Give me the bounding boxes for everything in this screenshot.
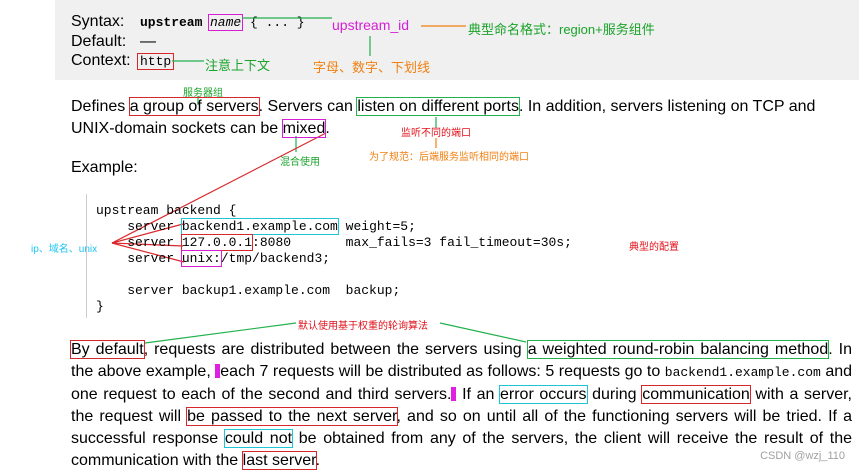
syntax-rest: { ... } xyxy=(250,15,305,30)
unix-highlight: unix: xyxy=(180,250,222,267)
typical-config-annotation: 典型的配置 xyxy=(629,242,679,253)
mixed-use-annotation: 混合使用 xyxy=(280,157,320,168)
mixed-highlight: mixed xyxy=(281,119,327,138)
round-robin-highlight: a weighted round-robin balancing method xyxy=(526,340,830,359)
p2-text-10: . xyxy=(315,452,321,469)
standard-note-annotation: 为了规范：后端服务监听相同的端口 xyxy=(369,152,529,163)
note-context-annotation: 注意上下文 xyxy=(205,58,271,73)
p2-text-6: during xyxy=(586,386,643,403)
listen-ports-annotation: 监听不同的端口 xyxy=(401,128,471,139)
code-line-3: server 127.0.0.1:8080 max_fails=3 fail_t… xyxy=(96,234,572,251)
ip-domain-unix-annotation: ip、域名、unix xyxy=(31,244,98,255)
code-4a: server xyxy=(96,251,182,266)
syntax-box xyxy=(55,0,859,80)
paragraph-2: By default, requests are distributed bet… xyxy=(70,339,853,472)
code-border xyxy=(86,194,87,318)
next-server-highlight: be passed to the next server xyxy=(186,407,398,426)
could-not-highlight: could not xyxy=(223,429,294,448)
naming-format-annotation: 典型命名格式：region+服务组件 xyxy=(468,22,655,37)
p2-text-3: each 7 requests will be distributed as f… xyxy=(220,363,665,380)
syntax-keyword: upstream xyxy=(140,15,203,30)
code-2c: weight=5; xyxy=(337,219,416,234)
p2-text-4: and one request to each of the second an… xyxy=(71,363,853,403)
default-label: Default: xyxy=(71,33,127,50)
syntax-name: name xyxy=(207,14,244,31)
group-of-servers-highlight: a group of servers xyxy=(128,97,260,116)
p2-text-7: with a server, the request will xyxy=(71,386,853,425)
p2-text-2: . In the above example, xyxy=(71,341,852,380)
context-value: http xyxy=(136,53,175,70)
p2-text-5: If an xyxy=(456,386,500,403)
error-occurs-highlight: error occurs xyxy=(498,385,588,404)
code-3a: server xyxy=(96,235,182,250)
communication-highlight: communication xyxy=(641,385,751,404)
upstream-id-annotation: upstream_id xyxy=(332,17,410,33)
default-value: — xyxy=(140,33,156,50)
paragraph-1: Defines a group of servers. Servers can … xyxy=(71,96,852,140)
letters-digits-annotation: 字母、数字、下划线 xyxy=(313,60,431,75)
code-line-6: } xyxy=(96,299,104,314)
backend1-highlight: backend1.example.com xyxy=(180,218,339,235)
p2-text-9: be obtained from any of the servers, the… xyxy=(71,430,853,469)
code-4c: /tmp/backend3; xyxy=(220,251,331,266)
code-line-1: upstream backend { xyxy=(96,203,237,218)
context-label: Context: xyxy=(71,52,131,69)
pink-marker-1 xyxy=(215,364,221,378)
code-line-2: server backend1.example.com weight=5; xyxy=(96,218,416,235)
ip-highlight: 127.0.0.1 xyxy=(180,234,254,251)
syntax-label: Syntax: xyxy=(71,13,125,30)
backend1-code: backend1.example.com xyxy=(664,365,821,380)
by-default-highlight: By default xyxy=(70,340,145,359)
server-group-annotation: 服务器组 xyxy=(183,88,223,99)
example-label: Example: xyxy=(71,159,138,176)
code-3c: :8080 max_fails=3 fail_timeout=30s; xyxy=(252,235,572,250)
p1-text-4: . xyxy=(325,120,330,137)
p2-text-8: , and so on until all of the functioning… xyxy=(71,408,853,447)
p1-text-2: . Servers can xyxy=(258,98,358,115)
p1-text: Defines xyxy=(71,98,130,115)
code-line-5: server backup1.example.com backup; xyxy=(96,283,401,298)
code-2a: server xyxy=(96,219,182,234)
p2-text-1: , requests are distributed between the s… xyxy=(143,341,528,358)
p1-text-3: . In addition, servers listening on TCP … xyxy=(71,98,816,137)
listen-ports-highlight: listen on different ports xyxy=(356,97,520,116)
pink-marker-2 xyxy=(451,387,457,401)
watermark: CSDN @wzj_110 xyxy=(760,450,845,462)
code-line-4: server unix:/tmp/backend3; xyxy=(96,250,331,267)
last-server-highlight: last server xyxy=(241,451,317,470)
default-weighted-annotation: 默认使用基于权重的轮询算法 xyxy=(298,321,428,332)
